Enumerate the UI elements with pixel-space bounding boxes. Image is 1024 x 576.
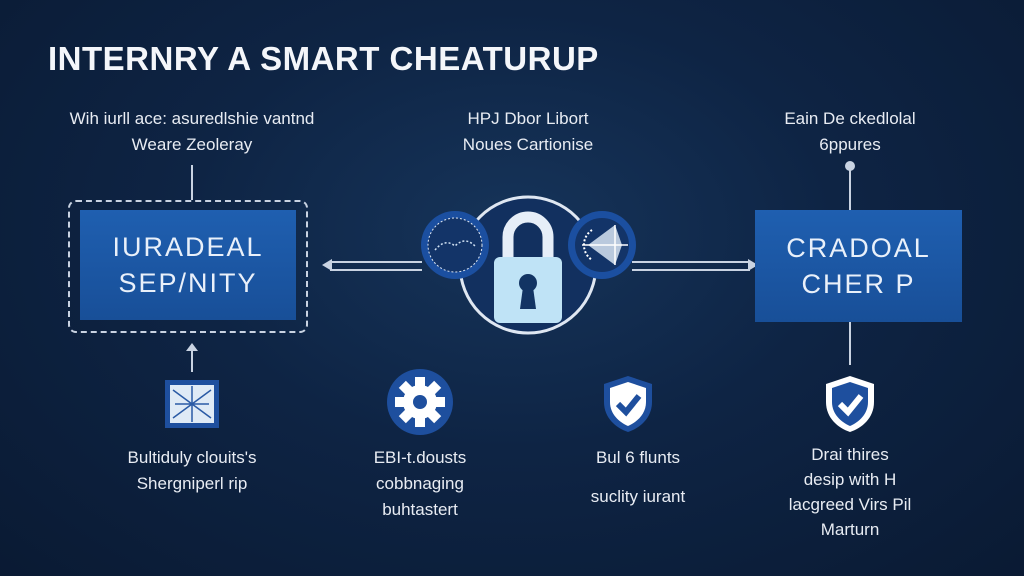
caption-line: 6ppures	[819, 135, 881, 154]
caption-line: Noues Cartionise	[462, 135, 594, 154]
bottom-caption-3: Bul 6 flunts suclity iurant	[478, 445, 798, 510]
connector-dot	[845, 161, 855, 171]
gear-icon	[387, 369, 453, 435]
caption-line: suclity iurant	[590, 487, 686, 506]
caption-line: desip with H	[803, 470, 897, 489]
caption-line: buhtastert	[382, 500, 458, 519]
connector-line	[632, 269, 750, 271]
caption-line: EBI-t.dousts	[373, 448, 467, 467]
bottom-caption-2: EBI-t.dousts cobbnaging buhtastert	[260, 445, 580, 523]
connector-line	[330, 269, 422, 271]
caption-line: Shergniperl rip	[136, 474, 248, 493]
center-security-graphic	[421, 195, 636, 335]
connector-line	[632, 261, 750, 263]
bottom-caption-4: Drai thires desip with H lacgreed Virs P…	[690, 442, 1010, 542]
caption-line: Marturn	[820, 520, 880, 539]
network-globe-icon	[421, 211, 489, 279]
caption-middle: HPJ Dbor Libort Noues Cartionise	[368, 106, 688, 158]
left-box-frame	[68, 200, 308, 333]
caption-line: Drai thires	[811, 445, 889, 464]
caption-line: Bul 6 flunts	[595, 448, 681, 467]
caption-line: Eain De ckedlolal	[784, 109, 916, 128]
box-label: IURADEAL	[112, 232, 264, 262]
caption-line: lacgreed Virs Pil	[788, 495, 912, 514]
arrow-right-icon	[748, 259, 758, 271]
connector-line	[849, 165, 851, 210]
caption-line: Weare Zeoleray	[131, 135, 253, 154]
caption-line: Wih iurll ace: asuredlshie vantnd	[69, 109, 315, 128]
caption-right: Eain De ckedlolal 6ppures	[690, 106, 1010, 158]
right-box: CRADOAL CHER P	[755, 210, 962, 322]
compass-network-icon	[568, 211, 636, 279]
caption-line: HPJ Dbor Libort	[467, 109, 589, 128]
shield-check-icon	[826, 376, 874, 432]
caption-line: Bultiduly clouits's	[127, 448, 257, 467]
network-diagram-icon	[165, 380, 219, 428]
arrow-left-icon	[322, 259, 332, 271]
box-label: CHER P	[801, 269, 916, 299]
connector-line	[330, 261, 422, 263]
arrow-up-icon	[186, 343, 198, 351]
caption-line: cobbnaging	[376, 474, 464, 493]
connector-line	[191, 348, 193, 372]
shield-check-icon	[604, 376, 652, 432]
connector-line	[191, 165, 193, 200]
left-box: IURADEAL SEP/NITY	[80, 210, 296, 320]
page-title: INTERNRY A SMART CHEATURUP	[48, 40, 599, 77]
bottom-caption-1: Bultiduly clouits's Shergniperl rip	[32, 445, 352, 497]
padlock-icon	[494, 211, 562, 323]
box-label: SEP/NITY	[118, 268, 258, 298]
connector-line	[849, 322, 851, 365]
caption-left: Wih iurll ace: asuredlshie vantnd Weare …	[32, 106, 352, 158]
box-label: CRADOAL	[786, 233, 931, 263]
